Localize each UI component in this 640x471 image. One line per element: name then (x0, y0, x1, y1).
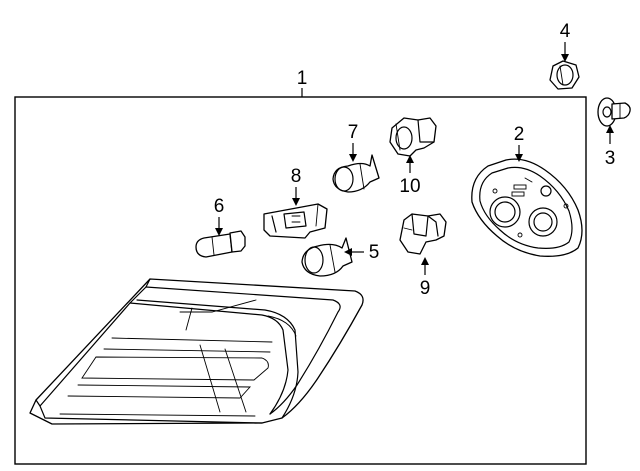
bulb-6 (195, 230, 246, 258)
arrow-5 (344, 248, 352, 256)
arrow-10 (406, 155, 414, 163)
socket-8 (263, 203, 328, 239)
tail-lamp-housing (29, 278, 364, 425)
socket-10 (389, 117, 437, 157)
callout-8: 8 (291, 166, 302, 187)
arrow-7 (349, 154, 357, 162)
bulb-7 (332, 154, 380, 193)
gasket (471, 158, 583, 257)
callout-3: 3 (605, 148, 616, 169)
arrow-8 (292, 198, 300, 206)
callout-1: 1 (297, 68, 308, 89)
arrow-9 (421, 257, 429, 265)
arrow-2 (515, 154, 523, 162)
arrow-3 (606, 125, 614, 133)
bulb-5 (301, 237, 353, 277)
callout-6: 6 (214, 196, 225, 217)
assembly-frame (14, 96, 587, 465)
nut (549, 60, 580, 90)
arrow-6 (215, 228, 223, 236)
socket-9 (399, 213, 447, 255)
callout-9: 9 (420, 278, 431, 299)
arrow-4 (561, 54, 569, 62)
callout-4: 4 (560, 21, 571, 42)
callout-10: 10 (399, 176, 420, 197)
rivet (597, 97, 631, 127)
callout-7: 7 (348, 122, 359, 143)
callout-5: 5 (369, 242, 380, 263)
callout-2: 2 (514, 124, 525, 145)
